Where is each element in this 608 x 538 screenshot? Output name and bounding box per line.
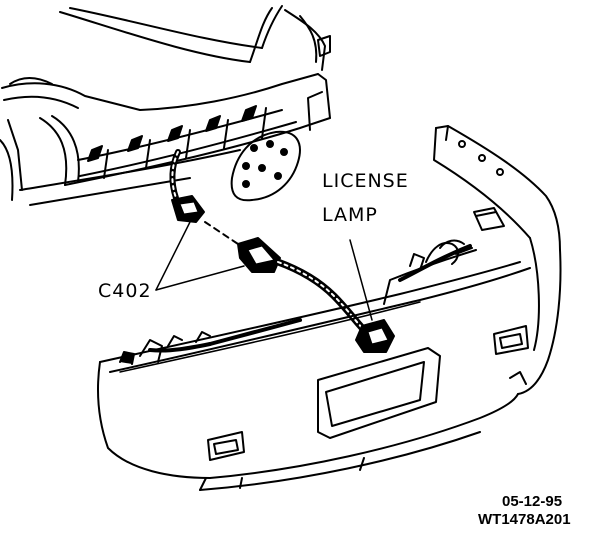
connector-mating-line xyxy=(204,221,239,245)
license-lamp-label-line2: LAMP xyxy=(322,204,378,226)
license-lamp xyxy=(355,319,395,353)
rear-bumper-fascia xyxy=(97,125,562,491)
date-code-label: 05-12-95 xyxy=(502,493,563,510)
figure-id-label: WT1478A201 xyxy=(478,511,571,528)
license-lamp-leader-line xyxy=(349,239,373,321)
connector-c402-label: C402 xyxy=(98,280,152,302)
wiring-harness-body xyxy=(169,149,205,223)
access-cover-plate xyxy=(230,130,301,202)
wiring-harness-bumper xyxy=(237,237,370,336)
c402-leader-lines xyxy=(155,221,245,291)
license-lamp-label-line1: LICENSE xyxy=(322,170,409,192)
